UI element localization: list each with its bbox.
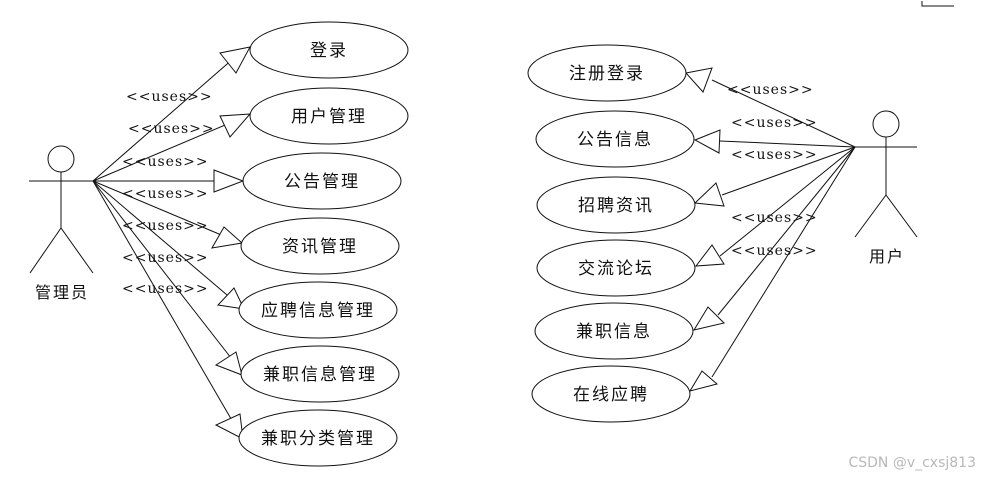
- uses-label: <<uses>>: [128, 121, 215, 137]
- use-case-parttime-info[interactable]: 兼职信息: [534, 302, 694, 360]
- use-case-user-management-label: 用户管理: [291, 107, 367, 127]
- user-uses-labels: <<uses>> <<uses>> <<uses>> <<uses>> <<us…: [727, 82, 818, 259]
- use-case-recruit-news[interactable]: 招聘资讯: [536, 176, 696, 234]
- use-case-online-apply[interactable]: 在线应聘: [531, 365, 691, 423]
- admin-link-user-mgmt: [92, 116, 245, 182]
- uses-label: <<uses>>: [122, 281, 209, 297]
- admin-actor-left-leg: [29, 227, 62, 274]
- use-case-online-apply-label: 在线应聘: [573, 385, 649, 405]
- page-corner-mark: [921, 1, 954, 7]
- use-case-login-ellipse: [249, 21, 409, 79]
- admin-link-login: [92, 50, 243, 182]
- admin-use-cases: 登录 用户管理 公告管理 资讯管理 应聘信息管理 兼职信息管理: [238, 21, 409, 467]
- user-link-news: [721, 146, 856, 196]
- watermark-text: CSDN @v_cxsj813: [848, 455, 976, 471]
- uses-label: <<uses>>: [731, 210, 818, 226]
- use-case-category-management[interactable]: 兼职分类管理: [238, 409, 398, 467]
- admin-actor[interactable]: 管理员: [29, 145, 94, 302]
- use-case-news-management-ellipse: [240, 217, 400, 275]
- admin-link-news-mgmt: [92, 180, 239, 243]
- use-case-login[interactable]: 登录: [249, 21, 409, 79]
- use-case-online-apply-ellipse: [531, 365, 691, 423]
- use-case-category-management-label: 兼职分类管理: [261, 429, 375, 449]
- uses-label: <<uses>>: [122, 218, 209, 234]
- admin-link-news-mgmt-arrowhead: [211, 226, 244, 249]
- use-case-application-management[interactable]: 应聘信息管理: [238, 281, 398, 339]
- admin-link-parttime-mgmt-arrowhead: [214, 351, 243, 376]
- use-case-register-login-ellipse: [527, 44, 687, 102]
- admin-link-category-mgmt: [92, 180, 242, 437]
- admin-link-category-mgmt-arrowhead: [214, 413, 244, 440]
- user-actor-head: [872, 110, 900, 138]
- use-case-category-management-ellipse: [238, 409, 398, 467]
- use-case-forum-label: 交流论坛: [578, 259, 654, 279]
- use-case-parttime-info-label: 兼职信息: [576, 322, 652, 342]
- use-case-forum-ellipse: [536, 239, 696, 297]
- user-link-notice-arrowhead: [693, 129, 721, 154]
- use-case-login-label: 登录: [310, 41, 348, 61]
- admin-link-login-arrowhead: [219, 46, 251, 74]
- use-case-news-management-label: 资讯管理: [282, 237, 358, 257]
- user-link-forum-arrowhead: [694, 244, 725, 267]
- user-association-lines: [685, 67, 856, 392]
- admin-link-application-mgmt-arrowhead: [216, 287, 245, 310]
- user-link-register-arrowhead: [685, 67, 713, 93]
- use-case-notice-management-label: 公告管理: [284, 172, 360, 192]
- use-case-parttime-management-ellipse: [240, 345, 400, 403]
- user-actor-label: 用户: [869, 247, 905, 266]
- user-actor-left-leg: [854, 194, 887, 238]
- use-case-application-management-ellipse: [238, 281, 398, 339]
- user-actor-right-leg: [885, 194, 918, 238]
- use-case-news-management[interactable]: 资讯管理: [240, 217, 400, 275]
- admin-link-user-mgmt-arrowhead: [219, 113, 252, 138]
- user-link-apply-arrowhead: [688, 370, 719, 392]
- uses-label: <<uses>>: [122, 250, 209, 266]
- admin-actor-right-leg: [60, 227, 94, 274]
- use-case-notice-info[interactable]: 公告信息: [535, 110, 695, 168]
- user-use-cases: 注册登录 公告信息 招聘资讯 交流论坛 兼职信息 在线应聘: [527, 44, 696, 423]
- uses-label: <<uses>>: [731, 147, 818, 163]
- uses-label: <<uses>>: [126, 89, 213, 105]
- user-link-forum: [719, 146, 856, 257]
- use-case-application-management-label: 应聘信息管理: [261, 301, 375, 321]
- user-link-apply: [711, 146, 856, 378]
- use-case-parttime-management-label: 兼职信息管理: [263, 365, 377, 385]
- use-case-recruit-news-label: 招聘资讯: [578, 196, 654, 216]
- uses-label: <<uses>>: [731, 115, 818, 131]
- use-case-parttime-info-ellipse: [534, 302, 694, 360]
- user-link-news-arrowhead: [693, 182, 725, 207]
- uses-label: <<uses>>: [122, 154, 209, 170]
- user-link-parttime-arrowhead: [692, 306, 725, 331]
- uses-label: <<uses>>: [731, 243, 818, 259]
- admin-link-notice-mgmt-arrowhead: [213, 169, 245, 193]
- uses-label: <<uses>>: [727, 82, 814, 98]
- admin-link-application-mgmt: [92, 180, 241, 307]
- admin-actor-label: 管理员: [35, 283, 89, 302]
- use-case-notice-management-ellipse: [242, 152, 402, 210]
- uses-label: <<uses>>: [122, 186, 209, 202]
- admin-actor-head: [47, 145, 75, 173]
- user-actor[interactable]: 用户: [854, 110, 918, 266]
- user-link-register: [711, 79, 856, 148]
- use-case-parttime-management[interactable]: 兼职信息管理: [240, 345, 400, 403]
- admin-uses-labels: <<uses>> <<uses>> <<uses>> <<uses>> <<us…: [122, 89, 215, 297]
- use-case-forum[interactable]: 交流论坛: [536, 239, 696, 297]
- use-case-user-management-ellipse: [249, 87, 409, 145]
- use-case-register-login[interactable]: 注册登录: [527, 44, 687, 102]
- admin-link-parttime-mgmt: [92, 180, 243, 373]
- use-case-recruit-news-ellipse: [536, 176, 696, 234]
- user-link-parttime: [717, 146, 856, 316]
- use-case-user-management[interactable]: 用户管理: [249, 87, 409, 145]
- use-case-notice-info-label: 公告信息: [577, 130, 653, 150]
- use-case-notice-info-ellipse: [535, 110, 695, 168]
- user-link-notice: [719, 140, 856, 148]
- use-case-register-login-label: 注册登录: [569, 64, 645, 84]
- admin-association-lines: [92, 46, 252, 440]
- use-case-notice-management[interactable]: 公告管理: [242, 152, 402, 210]
